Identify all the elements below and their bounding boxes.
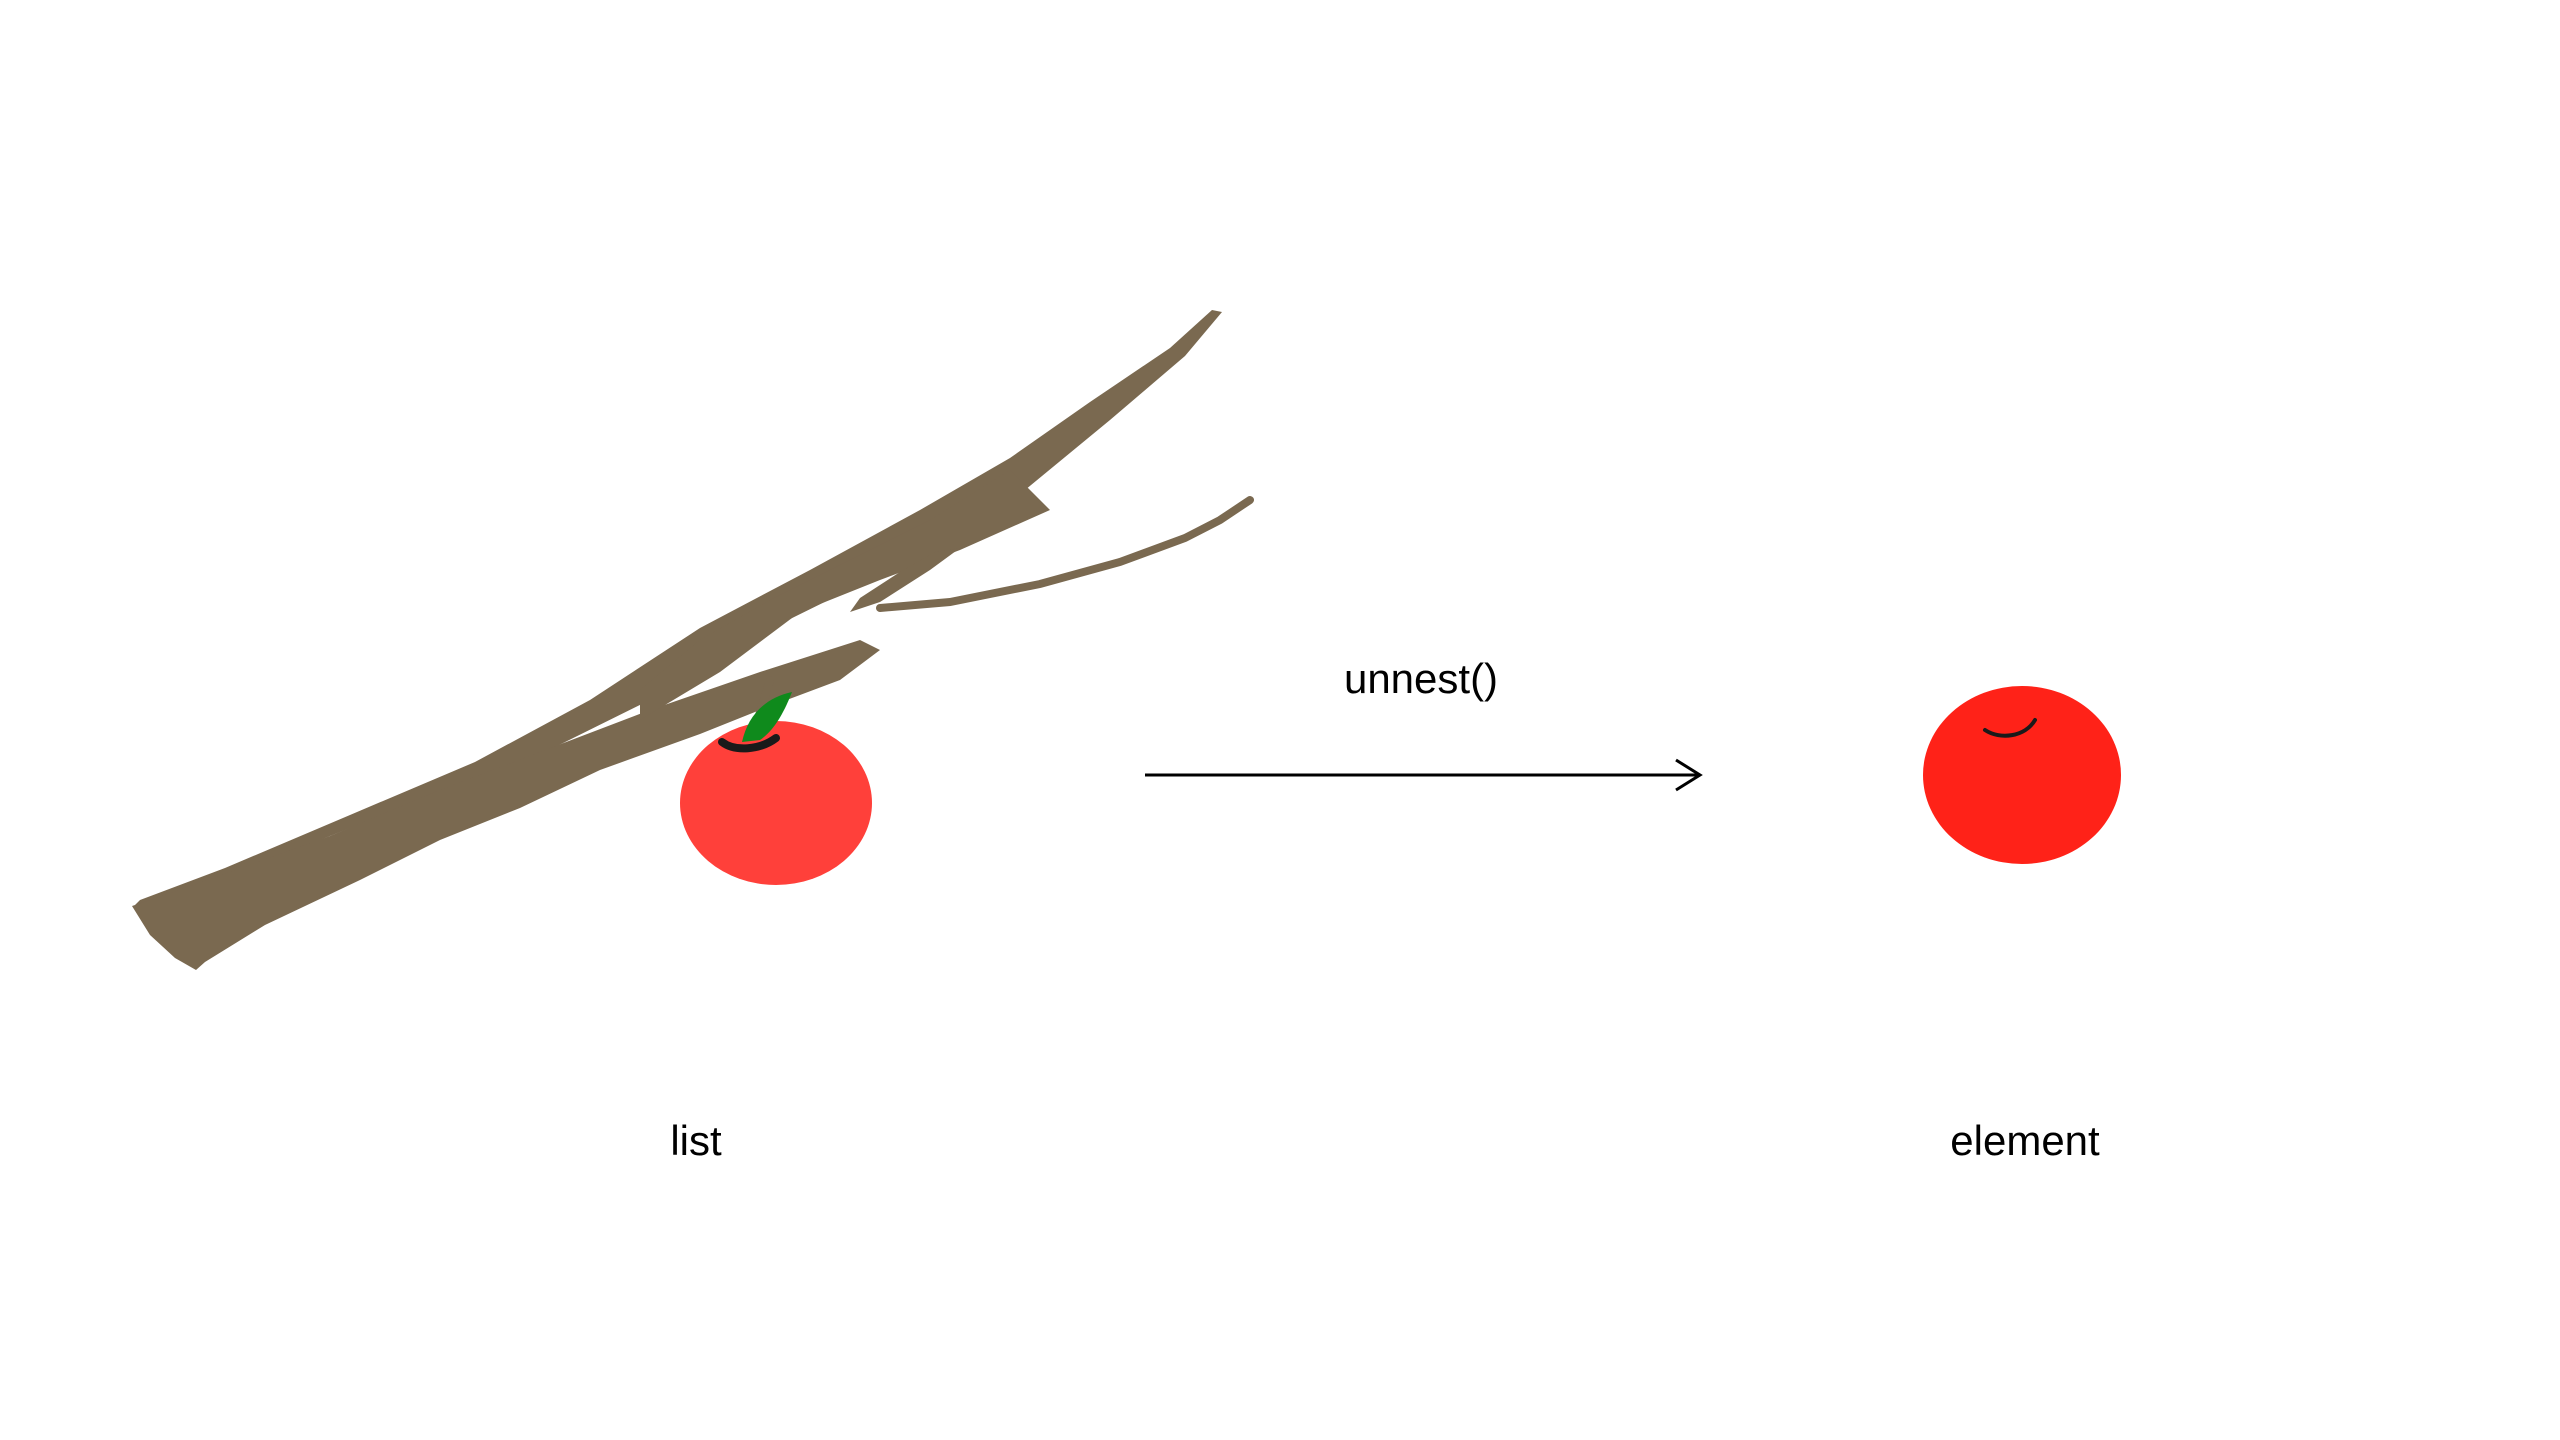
arrow-head — [1675, 758, 1703, 792]
branch-main — [135, 310, 1222, 910]
apple-body — [680, 721, 872, 885]
branch-base — [132, 640, 880, 970]
apple-top-mark — [1983, 718, 2037, 738]
apple-body — [1923, 686, 2121, 864]
list-label: list — [670, 1117, 722, 1164]
unnest-label: unnest() — [1343, 655, 1499, 702]
branch-icon — [132, 310, 1254, 970]
leaf-icon — [742, 692, 792, 742]
apple-top-mark — [718, 734, 780, 753]
apple-icon — [680, 692, 872, 885]
branch-mid — [640, 470, 1050, 720]
arrow-right-icon — [1145, 758, 1703, 792]
element-label: element — [1950, 1117, 2100, 1164]
branch-twig-joint — [850, 548, 960, 612]
branch-twig — [876, 496, 1254, 612]
apple-icon — [1923, 686, 2121, 864]
